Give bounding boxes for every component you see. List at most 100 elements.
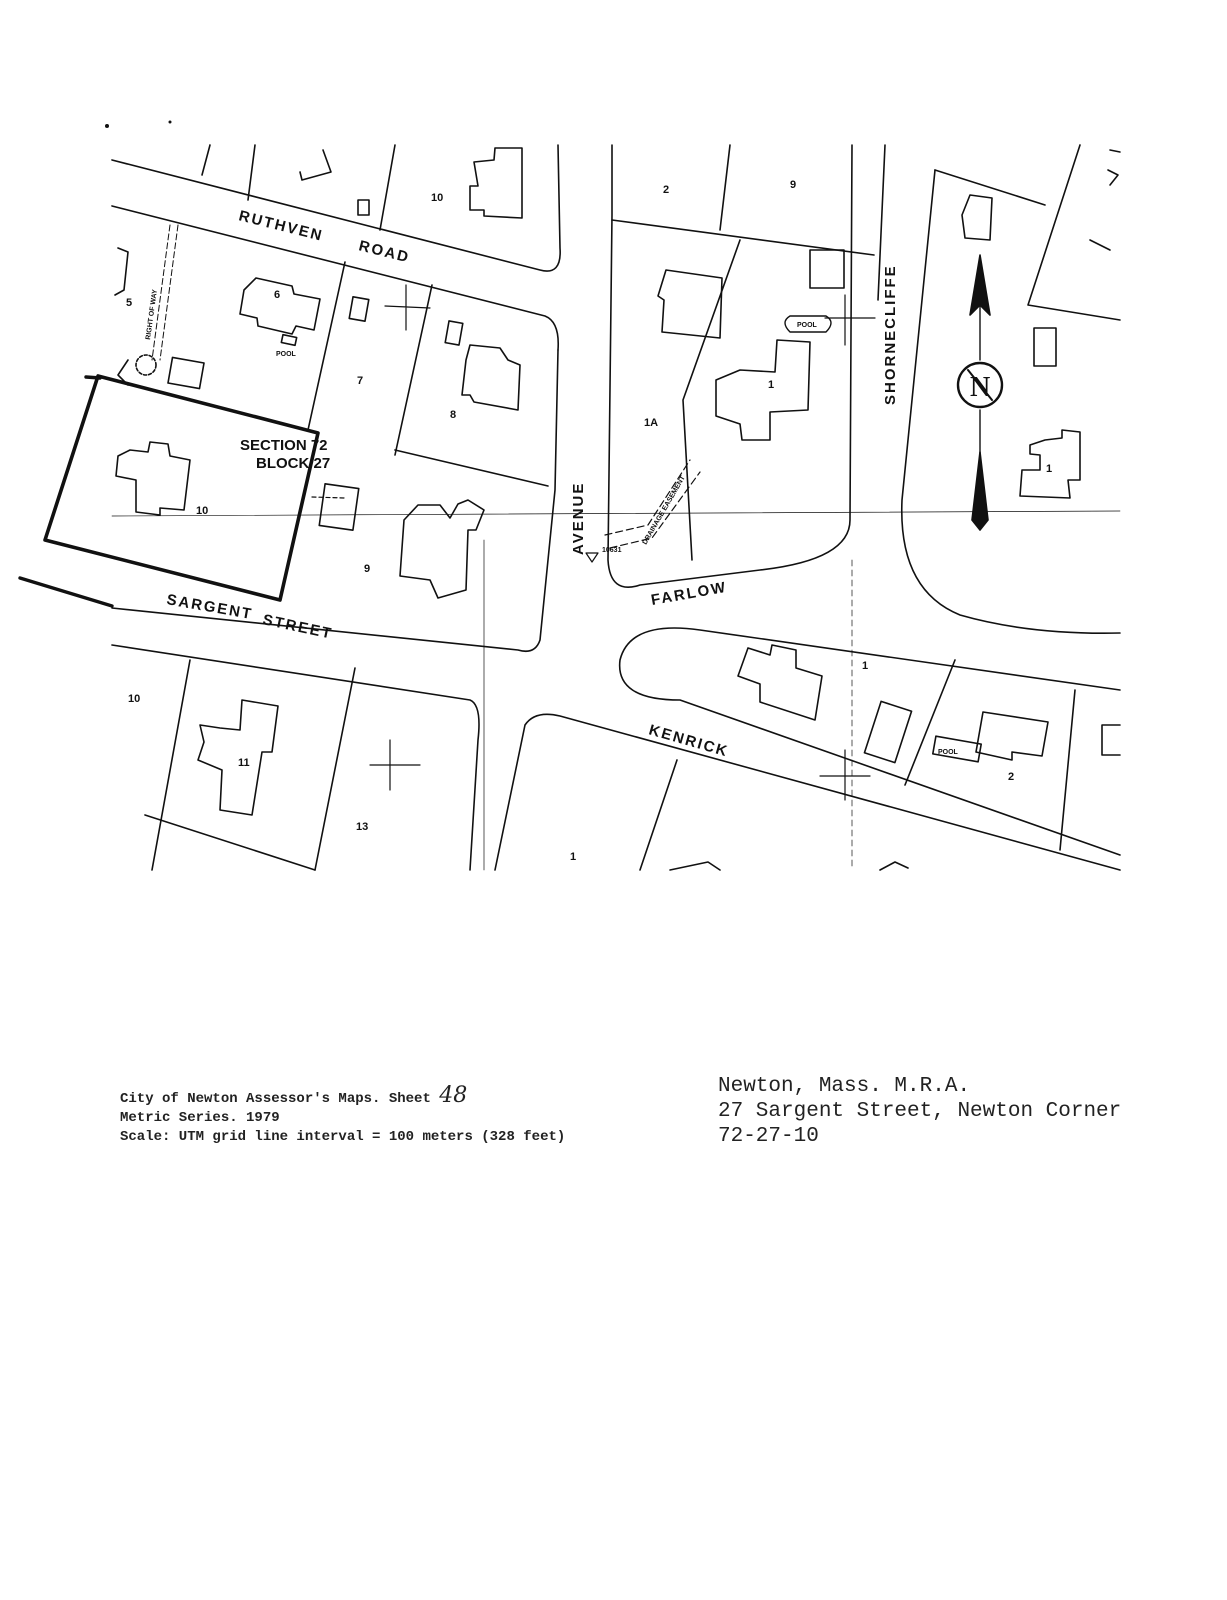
building xyxy=(197,699,279,816)
road-label-road: ROAD xyxy=(357,237,412,266)
building xyxy=(299,149,332,181)
building xyxy=(469,147,523,219)
road-label-farlow: FARLOW xyxy=(650,579,729,609)
road-label-street: STREET xyxy=(261,611,334,642)
lot-line xyxy=(247,144,256,201)
lot-line xyxy=(904,659,956,786)
building xyxy=(975,711,1049,761)
lot-line xyxy=(394,284,433,456)
lot-number: 7 xyxy=(357,375,363,387)
assessor-map: RUTHVEN ROAD AVENUE SHORNECLIFFE FARLOW … xyxy=(18,120,1121,871)
pool-outline xyxy=(784,315,832,333)
pool-label: POOL xyxy=(797,322,818,329)
lot-number: 8 xyxy=(450,409,456,421)
shed xyxy=(444,320,464,346)
lot-number: 6 xyxy=(274,289,280,301)
north-letter: N xyxy=(970,372,990,403)
building xyxy=(1019,429,1081,499)
right-of-way-label: RIGHT OF WAY xyxy=(145,289,159,340)
lot-number: 10 xyxy=(196,505,208,517)
road-label-shorncliffe: SHORNECLIFFE xyxy=(882,264,899,405)
garage xyxy=(167,356,205,390)
lot-number: 1 xyxy=(570,851,576,863)
caption-line-2: Metric Series. 1979 xyxy=(120,1110,280,1126)
elevation-label: 10631 xyxy=(602,547,622,554)
section-label: SECTION 72 xyxy=(240,437,328,454)
building xyxy=(1107,149,1121,186)
location-town: Newton, Mass. M.R.A. xyxy=(718,1075,971,1098)
lot-line xyxy=(682,239,741,561)
lot-line xyxy=(394,449,549,487)
building xyxy=(657,269,723,339)
road-label-ruthven: RUTHVEN xyxy=(237,207,325,244)
lot-line xyxy=(307,261,346,431)
drainage-easement xyxy=(604,459,701,549)
easement-label: DRAINAGE EASEMENT xyxy=(642,474,688,546)
lot-number: 1 xyxy=(1046,463,1052,475)
lot-line xyxy=(1027,144,1121,321)
lot-number: 10 xyxy=(128,693,140,705)
location-parcel-id: 72-27-10 xyxy=(718,1125,819,1148)
building xyxy=(961,194,993,241)
shorncliffe-edge-east xyxy=(900,169,1121,634)
right-of-way xyxy=(151,224,179,361)
building xyxy=(239,277,321,335)
pool-label: POOL xyxy=(276,351,297,358)
survey-mark xyxy=(369,739,421,791)
kenrick-road-edge-south xyxy=(494,713,1121,871)
caption-line-3: Scale: UTM grid line interval = 100 mete… xyxy=(120,1129,566,1145)
kenrick-road-edge-north xyxy=(618,627,1121,856)
map-caption: City of Newton Assessor's Maps. Sheet 48… xyxy=(120,1085,566,1147)
block-label: BLOCK 27 xyxy=(256,455,330,472)
location-address: 27 Sargent Street, Newton Corner xyxy=(718,1100,1122,1123)
lot-line xyxy=(934,169,1046,206)
pool xyxy=(280,333,298,347)
caption-source: City of Newton Assessor's Maps. Sheet xyxy=(120,1091,431,1107)
building xyxy=(399,499,485,599)
lot-line xyxy=(379,144,396,231)
subject-parcel-boundary[interactable] xyxy=(43,374,320,602)
survey-mark xyxy=(819,749,871,801)
grid-line-horizontal xyxy=(111,510,1121,517)
shed xyxy=(1033,327,1057,367)
survey-mark xyxy=(384,284,431,331)
location-block: Newton, Mass. M.R.A. 27 Sargent Street, … xyxy=(718,1074,1121,1149)
road-label-avenue: AVENUE xyxy=(570,482,587,555)
lot-line xyxy=(314,667,356,871)
road-label-kenrick: KENRICK xyxy=(647,722,731,761)
lot-number: 2 xyxy=(663,184,669,196)
north-arrow-circle xyxy=(956,361,1004,409)
lot-line xyxy=(611,219,875,256)
cul-de-sac-circle xyxy=(135,354,157,376)
lot-number: 11 xyxy=(238,757,250,769)
caption-line-1: City of Newton Assessor's Maps. Sheet 48 xyxy=(120,1085,565,1109)
avenue-edge-west xyxy=(111,349,559,653)
lot-number: 5 xyxy=(126,297,132,309)
scan-speck xyxy=(105,124,109,128)
shorncliffe-edge-west xyxy=(877,144,886,301)
lot-number: 9 xyxy=(364,563,370,575)
lot-number: 9 xyxy=(790,179,796,191)
lot-number: 1 xyxy=(768,379,774,391)
garage xyxy=(863,700,913,764)
ruthven-road-edge-north xyxy=(111,144,561,272)
pool-label: POOL xyxy=(938,749,959,756)
survey-mark xyxy=(585,552,599,563)
lot-line xyxy=(1089,239,1111,251)
lot-number: 13 xyxy=(356,821,368,833)
lot-number: 1 xyxy=(862,660,868,672)
building xyxy=(461,344,521,411)
avenue-edge-east xyxy=(607,144,853,588)
scan-speck xyxy=(168,120,172,124)
north-arrow-head xyxy=(969,254,991,316)
lot-line xyxy=(114,247,129,296)
subject-parcel-boundary-tick xyxy=(18,375,114,608)
lot-line xyxy=(719,144,731,231)
lot-number: 1A xyxy=(644,417,658,429)
lot-number: 2 xyxy=(1008,771,1014,783)
north-arrow-tail xyxy=(971,451,989,531)
lot-line xyxy=(151,659,191,871)
lot-line xyxy=(1059,689,1076,851)
lot-line xyxy=(201,144,211,176)
shed xyxy=(318,483,360,531)
